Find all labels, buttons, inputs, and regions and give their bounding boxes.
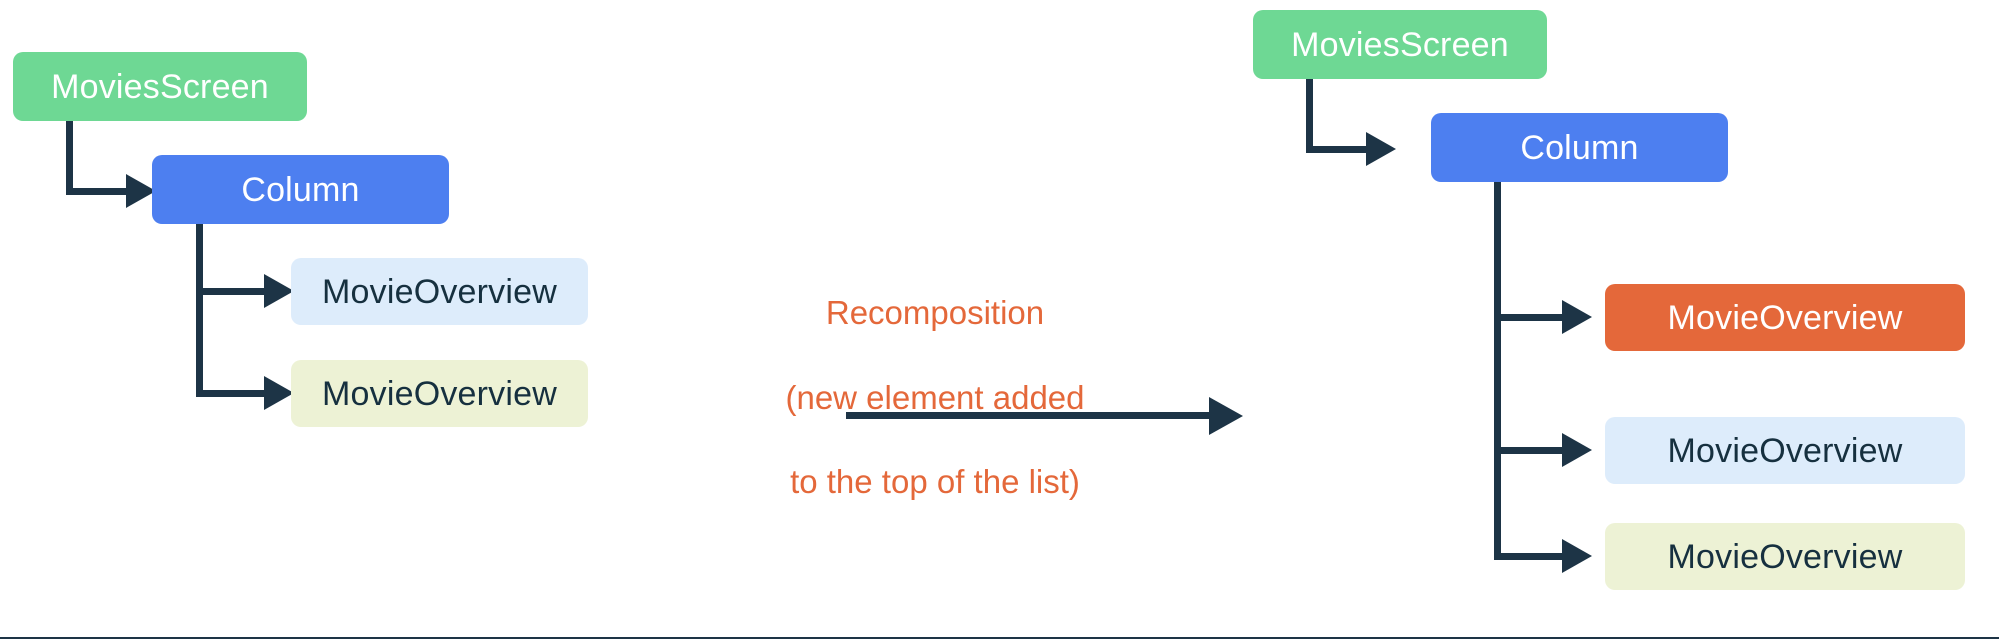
recomposition-arrow-shaft bbox=[846, 412, 1213, 419]
after-arrowhead-child-1 bbox=[1562, 300, 1592, 334]
after-arrowhead-root-to-column bbox=[1366, 132, 1396, 166]
after-node-movieoverview-1[interactable]: MovieOverview bbox=[1605, 284, 1965, 351]
after-node-movieoverview-3[interactable]: MovieOverview bbox=[1605, 523, 1965, 590]
after-node-movieoverview-2[interactable]: MovieOverview bbox=[1605, 417, 1965, 484]
after-movieoverview-2-label: MovieOverview bbox=[1667, 431, 1903, 470]
before-arrowhead-child-2 bbox=[264, 376, 294, 410]
before-edge-root-to-column-horizontal bbox=[66, 188, 128, 195]
before-column-trunk bbox=[196, 224, 203, 396]
before-edge-root-to-column-vertical bbox=[66, 121, 73, 195]
before-node-movieoverview-2[interactable]: MovieOverview bbox=[291, 360, 588, 427]
after-arrowhead-child-3 bbox=[1562, 539, 1592, 573]
recomposition-caption-line-2: (new element added bbox=[785, 378, 1085, 416]
before-node-column[interactable]: Column bbox=[152, 155, 449, 224]
before-column-label: Column bbox=[241, 170, 360, 209]
before-node-movieoverview-1[interactable]: MovieOverview bbox=[291, 258, 588, 325]
recomposition-caption: Recomposition (new element added to the … bbox=[670, 250, 1200, 546]
after-column-trunk bbox=[1494, 182, 1501, 460]
after-edge-column-to-child-1 bbox=[1494, 314, 1564, 321]
before-edge-column-to-child-1 bbox=[196, 288, 266, 295]
after-moviesscreen-label: MoviesScreen bbox=[1291, 25, 1509, 64]
after-edge-column-to-child-3 bbox=[1494, 553, 1564, 560]
recomposition-caption-line-3: to the top of the list) bbox=[790, 463, 1080, 501]
after-column-label: Column bbox=[1520, 128, 1639, 167]
before-moviesscreen-label: MoviesScreen bbox=[51, 67, 269, 106]
before-movieoverview-2-label: MovieOverview bbox=[322, 374, 557, 413]
before-arrowhead-root-to-column bbox=[126, 174, 156, 208]
before-arrowhead-child-1 bbox=[264, 274, 294, 308]
after-column-trunk-lower bbox=[1494, 447, 1501, 560]
before-edge-column-to-child-2 bbox=[196, 390, 266, 397]
after-node-column[interactable]: Column bbox=[1431, 113, 1728, 182]
before-node-moviesscreen[interactable]: MoviesScreen bbox=[13, 52, 307, 121]
after-edge-root-to-column-horizontal bbox=[1306, 146, 1368, 153]
after-edge-column-to-child-2 bbox=[1494, 447, 1564, 454]
after-node-moviesscreen[interactable]: MoviesScreen bbox=[1253, 10, 1547, 79]
after-arrowhead-child-2 bbox=[1562, 433, 1592, 467]
after-movieoverview-3-label: MovieOverview bbox=[1667, 537, 1903, 576]
after-edge-root-to-column-vertical bbox=[1306, 79, 1313, 153]
recomposition-arrow-head-icon bbox=[1209, 397, 1243, 435]
before-movieoverview-1-label: MovieOverview bbox=[322, 272, 557, 311]
after-movieoverview-1-label: MovieOverview bbox=[1667, 298, 1903, 337]
recomposition-caption-line-1: Recomposition bbox=[825, 294, 1045, 332]
